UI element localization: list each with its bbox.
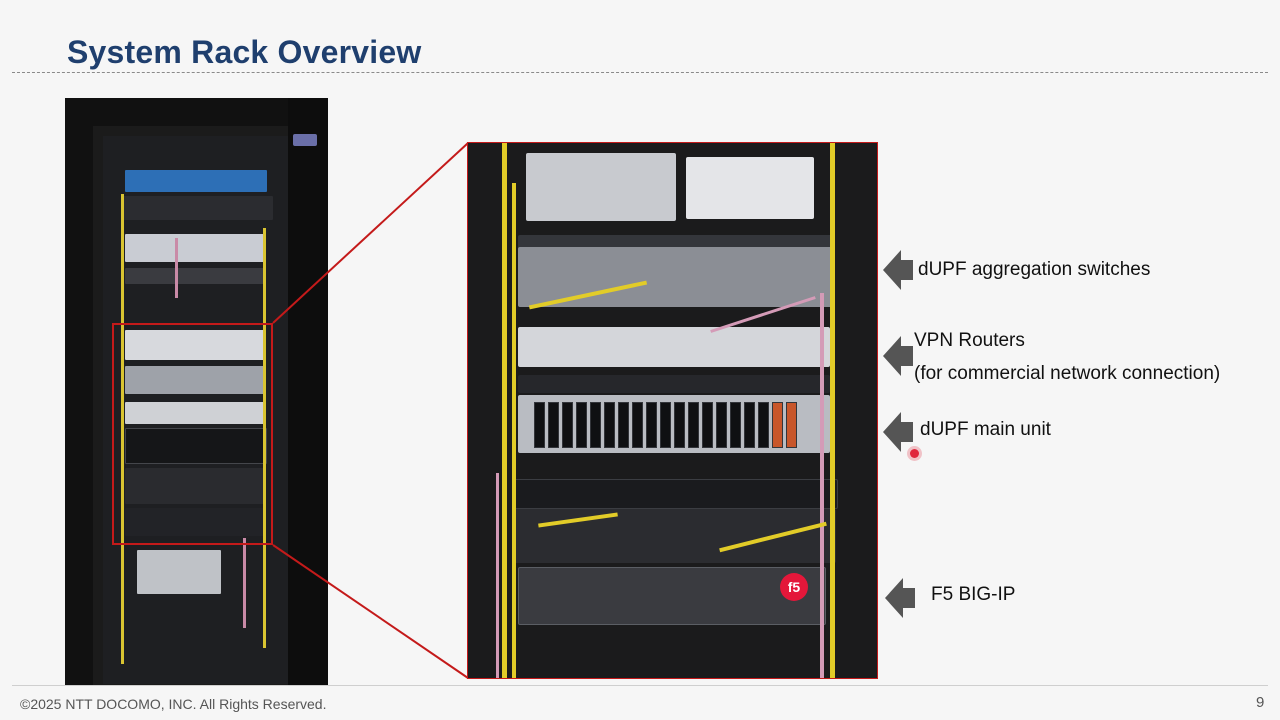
- rack-unit: [125, 428, 267, 464]
- callout-arrow: [883, 412, 913, 452]
- title-divider: [12, 72, 1268, 73]
- fiber-cable: [243, 538, 246, 628]
- rack-brand-logo: [293, 134, 317, 146]
- callout-label-vpn-routers: VPN Routers: [914, 330, 1025, 351]
- drive-bay: [744, 402, 755, 448]
- drive-bay: [730, 402, 741, 448]
- callout-arrow: [885, 578, 915, 618]
- zoom-highlight-box: [112, 323, 273, 545]
- rack-unit: [123, 196, 273, 220]
- drive-bay: [576, 402, 587, 448]
- rack-device: [686, 157, 814, 219]
- rack-unit: [125, 234, 265, 262]
- mouse-pointer-indicator: [910, 449, 919, 458]
- page-number: 9: [1256, 694, 1265, 711]
- f5-big-ip-appliance: [518, 567, 826, 625]
- rack-unit: [125, 366, 265, 394]
- drive-bay: [632, 402, 643, 448]
- rack-unit: [125, 402, 265, 424]
- fiber-cable: [512, 183, 516, 678]
- fiber-cable: [263, 228, 266, 648]
- callout-arrow: [883, 336, 913, 376]
- drive-bay: [562, 402, 573, 448]
- callout-label-f5-big-ip: F5 BIG-IP: [931, 584, 1016, 605]
- drive-bay: [660, 402, 671, 448]
- drive-bay: [772, 402, 783, 448]
- drive-bay: [702, 402, 713, 448]
- rack-unit: [125, 268, 265, 284]
- callout-arrow: [883, 250, 913, 290]
- drive-bay: [534, 402, 545, 448]
- fiber-cable: [121, 194, 124, 664]
- rack-unit: [125, 330, 265, 360]
- drive-bay: [688, 402, 699, 448]
- drive-bay: [646, 402, 657, 448]
- drive-bay: [604, 402, 615, 448]
- callout-label-dupf-main-unit: dUPF main unit: [920, 419, 1051, 440]
- footer-divider: [12, 685, 1268, 686]
- copyright-text: ©2025 NTT DOCOMO, INC. All Rights Reserv…: [20, 696, 327, 712]
- drive-bay: [786, 402, 797, 448]
- fiber-cable: [502, 143, 507, 678]
- rack-device: [526, 153, 676, 221]
- drive-bay: [716, 402, 727, 448]
- callout-label-aggregation-switches: dUPF aggregation switches: [918, 259, 1151, 280]
- rack-unit: [125, 170, 267, 192]
- rack-device: [514, 479, 838, 509]
- drive-bay: [618, 402, 629, 448]
- callout-label-vpn-routers-detail: (for commercial network connection): [914, 363, 1221, 384]
- rack-closeup-photo: f5: [468, 143, 877, 678]
- drive-bay: [548, 402, 559, 448]
- rack-unit: [125, 468, 265, 504]
- slide-title: System Rack Overview: [67, 34, 422, 70]
- rack-device: [514, 509, 836, 563]
- rack-unit: [137, 550, 221, 594]
- fiber-cable: [175, 238, 178, 298]
- fiber-cable: [496, 473, 499, 678]
- drive-bay: [590, 402, 601, 448]
- dupf-main-unit: [518, 375, 830, 393]
- vpn-router: [518, 327, 830, 367]
- fiber-cable: [820, 293, 824, 678]
- rack-unit: [125, 508, 265, 536]
- fiber-cable: [830, 143, 835, 678]
- drive-bay: [758, 402, 769, 448]
- f5-logo: f5: [780, 573, 808, 601]
- rack-door-edge: [288, 98, 328, 686]
- drive-bay: [674, 402, 685, 448]
